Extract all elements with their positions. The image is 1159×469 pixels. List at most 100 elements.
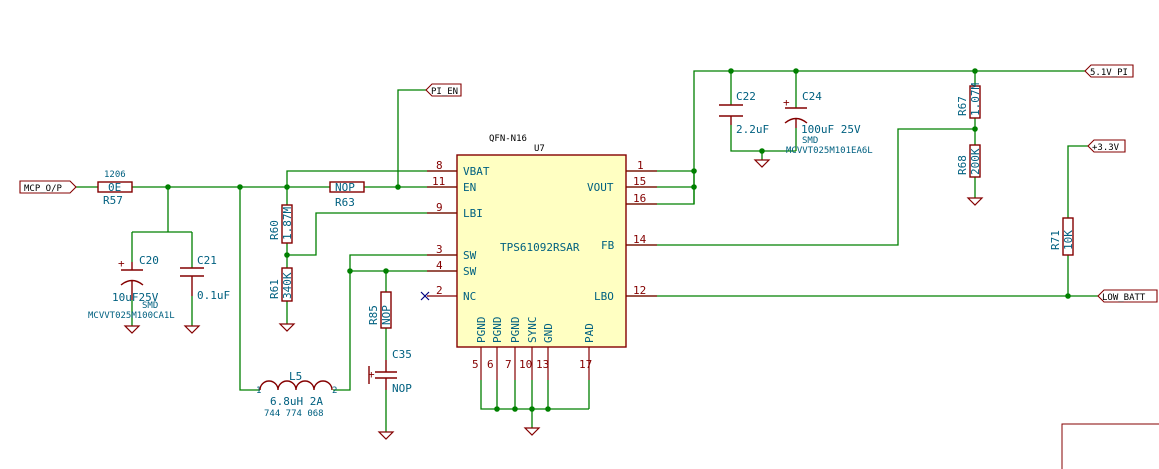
- polarity-plus-icon: +: [368, 368, 375, 381]
- component-ref: C20: [139, 254, 159, 267]
- pin-number: 4: [436, 259, 443, 272]
- component-value: 1.87M: [281, 207, 294, 240]
- resistor-r63[interactable]: NOP R63: [329, 181, 365, 209]
- resistor-r61[interactable]: 340K R61: [268, 267, 294, 302]
- pin-number: 15: [633, 175, 646, 188]
- pin-number: 10: [519, 358, 532, 371]
- component-part: MCVVT025M101EA6L: [786, 146, 873, 156]
- capacitor-c20[interactable]: + C20 10uF25V SMD MCVVT025M100CA1L: [88, 254, 175, 321]
- component-ref: R85: [367, 305, 380, 325]
- component-note: SMD: [142, 301, 158, 311]
- pin-number: 5: [472, 358, 479, 371]
- ic-value: TPS61092RSAR: [500, 241, 580, 254]
- label-5v1[interactable]: 5.1V_PI: [1084, 64, 1134, 78]
- capacitor-c22[interactable]: C22 2.2uF: [719, 90, 769, 136]
- pin-number: 17: [579, 358, 592, 371]
- component-ref: L5: [289, 370, 302, 383]
- net-label-text: LOW_BATT: [1102, 293, 1146, 303]
- inductor-l5[interactable]: 1 2 L5 6.8uH 2A 744 774 068: [256, 370, 337, 419]
- component-value: 2.2uF: [736, 123, 769, 136]
- pin-name: SW: [463, 265, 477, 278]
- junction-dot: [383, 268, 389, 274]
- pin-number: 2: [436, 284, 443, 297]
- pin-name: EN: [463, 181, 476, 194]
- junction-dot: [1065, 293, 1071, 299]
- component-ref: C21: [197, 254, 217, 267]
- junction-dot: [691, 184, 697, 190]
- ground-icon: [278, 323, 296, 332]
- component-ref: R57: [103, 194, 123, 207]
- junction-dot: [529, 406, 535, 412]
- net-label-text: MCP_O/P: [24, 184, 63, 194]
- resistor-r71[interactable]: 10K R71: [1049, 217, 1075, 256]
- net-flag-icon: [19, 180, 77, 194]
- junction-dot: [494, 406, 500, 412]
- junction-dot: [165, 184, 171, 190]
- net-label-text: +3.3V: [1092, 143, 1120, 153]
- junction-dot: [284, 252, 290, 258]
- component-ref: R61: [268, 279, 281, 299]
- pin-name: LBI: [463, 207, 483, 220]
- pin-number: 8: [436, 159, 443, 172]
- pin-name: LBO: [594, 290, 614, 303]
- pin-number: 9: [436, 201, 443, 214]
- component-size: 1206: [104, 170, 126, 180]
- component-ref: R68: [956, 155, 969, 175]
- capacitor-c35[interactable]: + C35 NOP: [368, 348, 412, 395]
- junction-dot: [347, 268, 353, 274]
- resistor-r60[interactable]: 1.87M R60: [268, 204, 294, 244]
- pin-number: 13: [536, 358, 549, 371]
- component-ref: R63: [335, 196, 355, 209]
- junction-dot: [728, 68, 734, 74]
- pin-name: PGND: [491, 317, 504, 344]
- label-mcp[interactable]: MCP_O/P: [19, 180, 77, 194]
- pin-name: GND: [542, 323, 555, 343]
- ground-icon: [523, 427, 541, 436]
- pin-name: PAD: [583, 323, 596, 343]
- pin-name: NC: [463, 290, 476, 303]
- junctions: [165, 68, 1071, 412]
- net-flag-icon: [1087, 139, 1126, 153]
- component-note: SMD: [802, 136, 818, 146]
- component-value: NOP: [392, 382, 412, 395]
- junction-dot: [237, 184, 243, 190]
- pin-name: FB: [601, 239, 615, 252]
- component-ref: R71: [1049, 230, 1062, 250]
- junction-dot: [545, 406, 551, 412]
- pin-name: PGND: [509, 317, 522, 344]
- net-label-text: 5.1V_PI: [1090, 68, 1128, 78]
- wires: [76, 70, 1098, 432]
- label-low-batt[interactable]: LOW_BATT: [1097, 289, 1158, 303]
- junction-dot: [759, 148, 765, 154]
- ic-footprint: QFN-N16: [489, 134, 527, 144]
- label-3v3[interactable]: +3.3V: [1087, 139, 1126, 153]
- component-value: 6.8uH 2A: [270, 395, 323, 408]
- resistor-r68[interactable]: 200K R68: [956, 144, 982, 178]
- net-label-text: PI_EN: [431, 87, 458, 97]
- component-value: 0E: [108, 181, 121, 194]
- label-pi-en[interactable]: PI_EN: [425, 83, 462, 97]
- component-value: NOP: [380, 305, 393, 325]
- capacitor-c21[interactable]: C21 0.1uF: [180, 254, 230, 302]
- capacitor-c24[interactable]: + C24 100uF 25V SMD MCVVT025M101EA6L: [783, 90, 873, 156]
- pin-number: 11: [432, 175, 445, 188]
- pin-number: 12: [633, 284, 646, 297]
- resistor-r57[interactable]: 0E 1206 R57: [97, 170, 133, 207]
- component-value: 340K: [281, 272, 294, 299]
- junction-dot: [512, 406, 518, 412]
- pin-number: 3: [436, 243, 443, 256]
- net-flag-icon: [1084, 64, 1134, 78]
- ic-ref: U7: [534, 144, 545, 154]
- component-value: 100uF 25V: [801, 123, 861, 136]
- component-ref: C24: [802, 90, 822, 103]
- resistor-r85[interactable]: NOP R85: [367, 291, 393, 329]
- junction-dot: [691, 168, 697, 174]
- component-value: 200K: [969, 148, 982, 175]
- net-flag-icon: [1097, 289, 1158, 303]
- pin-name: SW: [463, 249, 477, 262]
- component-ref: C22: [736, 90, 756, 103]
- pin-number: 7: [505, 358, 512, 371]
- resistor-r67[interactable]: 1.07M R67: [956, 83, 982, 119]
- ic-u7[interactable]: QFN-N16 U7 TPS61092RSAR 8 VBAT 11 EN 9 L…: [420, 134, 657, 380]
